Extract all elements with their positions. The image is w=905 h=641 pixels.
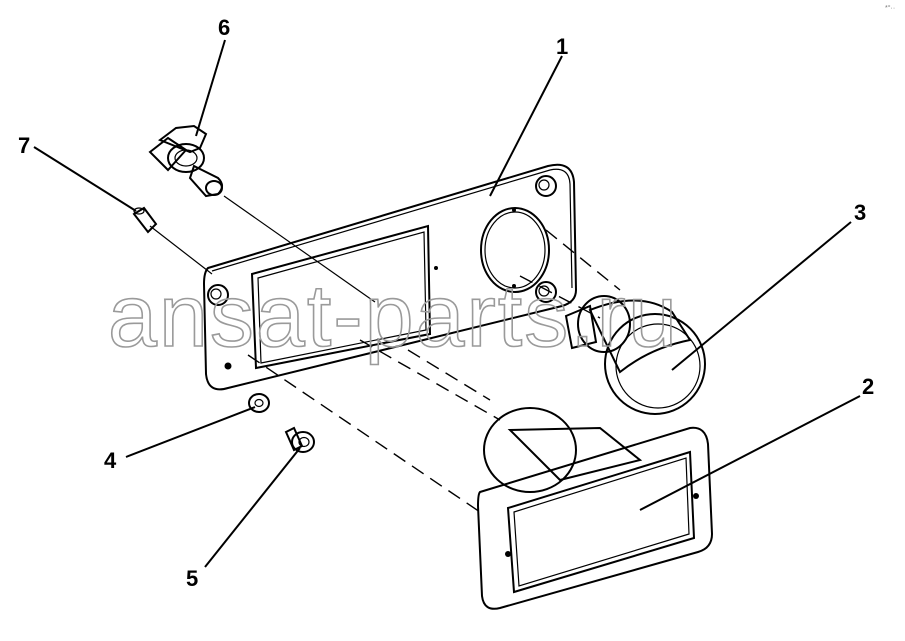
- screw: [284, 426, 315, 453]
- assembly-guide-lines: [247, 229, 621, 513]
- plate-screw-hole: [224, 362, 232, 370]
- round-lamp: [564, 295, 706, 415]
- callout-7: 7: [18, 133, 30, 158]
- leader-lines: [33, 39, 861, 568]
- rectangular-headlamp: [476, 407, 714, 610]
- mounting-plate: [202, 163, 578, 391]
- callout-1: 1: [556, 34, 568, 59]
- corner-mark: *°··: [885, 4, 895, 12]
- callout-4: 4: [104, 448, 117, 473]
- plate-bolt-left: [207, 284, 229, 306]
- callout-5: 5: [186, 566, 198, 591]
- plate-bolt-bottom-right: [535, 281, 557, 303]
- connector-guide-line: [149, 225, 213, 275]
- washer: [248, 393, 270, 413]
- bulb-guide-line: [223, 195, 376, 303]
- bulb-connector: [132, 206, 158, 234]
- callout-2: 2: [862, 374, 874, 399]
- watermark-text: ansat-parts.ru: [108, 266, 679, 365]
- bulb: [148, 124, 223, 198]
- callout-3: 3: [854, 200, 866, 225]
- plate-bolt-top-right: [535, 175, 557, 197]
- callout-6: 6: [218, 15, 230, 40]
